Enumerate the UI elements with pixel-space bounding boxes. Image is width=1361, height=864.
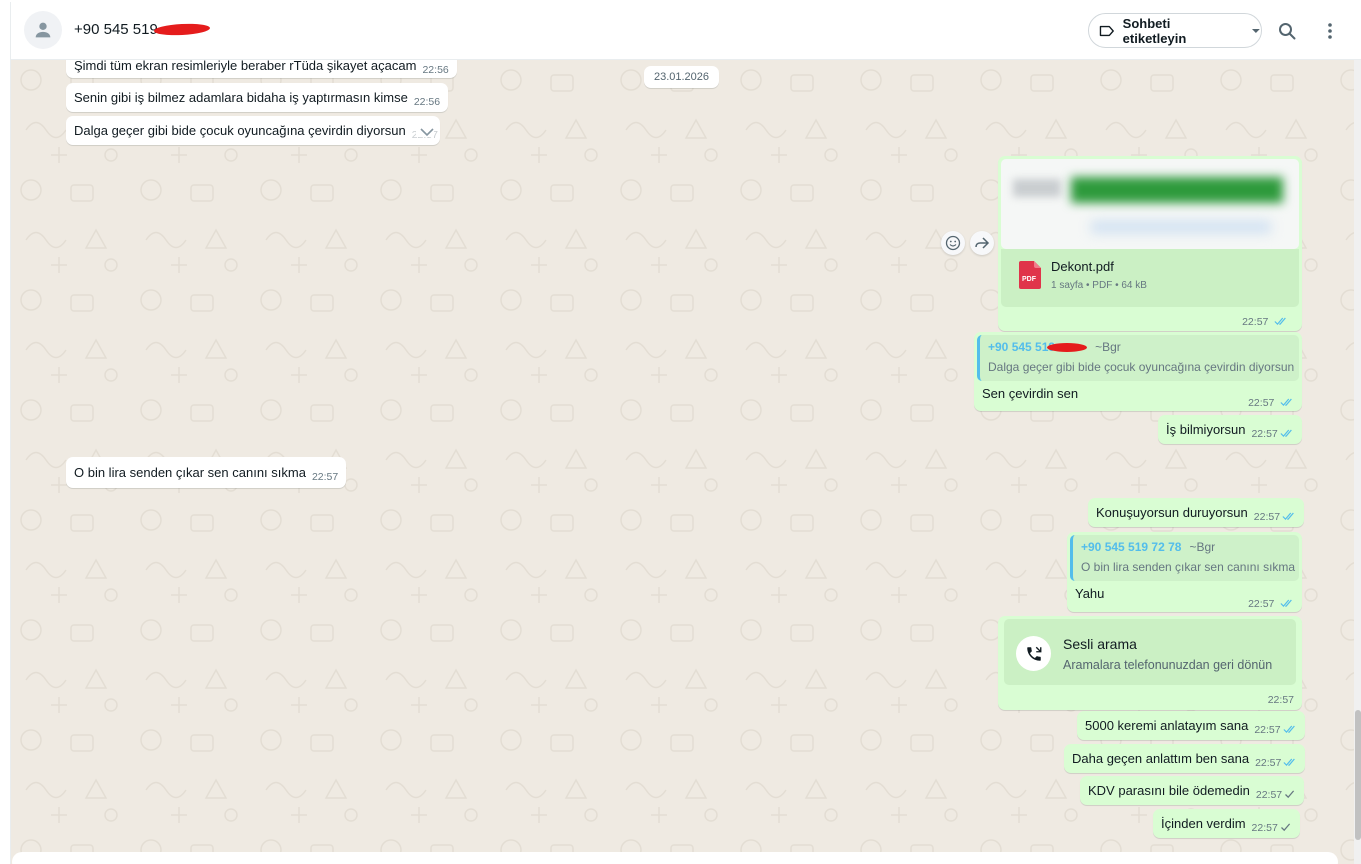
menu-icon (1328, 23, 1332, 39)
message-text: Sen çevirdin sen (982, 386, 1079, 401)
voice-call-message[interactable]: Sesli arama Aramalara telefonunuzdan ger… (998, 616, 1302, 710)
message-time: 22:57 (1248, 397, 1275, 409)
call-title: Sesli arama (1063, 636, 1137, 652)
quoted-message[interactable]: +90 545 519 72 78 ~Bgr O bin lira senden … (1070, 535, 1299, 581)
voice-call-icon (1026, 646, 1041, 661)
outgoing-message[interactable]: İş bilmiyorsun 22:57 (1158, 415, 1302, 444)
quoted-sender: +90 545 519 72 78 (1081, 540, 1182, 554)
incoming-message[interactable]: Dalga geçer gibi bide çocuk oyuncağına ç… (66, 116, 440, 145)
call-subtitle: Aramalara telefonunuzdan geri dönün (1063, 658, 1273, 672)
label-chat-button[interactable]: Sohbeti etiketleyin (1088, 13, 1262, 48)
call-card[interactable]: Sesli arama Aramalara telefonunuzdan ger… (1004, 619, 1296, 685)
message-text: Şimdi tüm ekran resimleriyle beraber rTü… (74, 60, 417, 73)
single-check-icon (1285, 790, 1295, 799)
message-time: 22:57 (1255, 789, 1283, 801)
document-message[interactable]: PDF Dekont.pdf 1 sayfa • PDF • 64 kB 22:… (998, 156, 1302, 331)
double-check-icon (1283, 758, 1296, 767)
quoted-sender-alias: ~Bgr (1189, 540, 1216, 554)
file-type-label: PDF (1022, 276, 1036, 283)
message-text: Konuşuyorsun duruyorsun (1096, 505, 1248, 520)
document-meta: 1 sayfa • PDF • 64 kB (1051, 280, 1147, 291)
message-time: 22:57 (1251, 822, 1278, 834)
message-text: Daha geçen anlattım ben sana (1072, 751, 1250, 766)
message-text: İş bilmiyorsun (1166, 422, 1246, 437)
double-check-icon (1283, 725, 1295, 734)
message-text: KDV parasını bile ödemedin (1088, 783, 1250, 798)
quoted-text: O bin lira senden çıkar sen canını sıkma (1081, 560, 1296, 574)
message-time: 22:57 (1242, 316, 1269, 328)
message-time: 22:57 (1254, 724, 1281, 736)
react-button[interactable] (941, 231, 965, 255)
quoted-sender-alias: ~Bgr (1095, 340, 1121, 354)
double-check-icon (1282, 512, 1294, 521)
message-time: 22:57 (1255, 757, 1282, 769)
message-time: 22:56 (413, 96, 441, 108)
quoted-sender: +90 545 519 (988, 340, 1056, 354)
document-filename: Dekont.pdf (1051, 259, 1114, 274)
incoming-message[interactable]: O bin lira senden çıkar sen canını sıkma… (66, 457, 347, 488)
incoming-message[interactable]: Şimdi tüm ekran resimleriyle beraber rTü… (66, 60, 457, 78)
default-avatar-icon (35, 22, 51, 38)
message-text: Senin gibi iş bilmez adamlara bidaha iş … (74, 90, 408, 105)
date-separator: 23.01.2026 (644, 66, 719, 88)
chevron-down-icon (1252, 28, 1261, 33)
double-check-icon (1280, 429, 1292, 438)
avatar[interactable] (24, 11, 62, 49)
outgoing-message[interactable]: Konuşuyorsun duruyorsun 22:57 (1088, 498, 1305, 527)
chat-messages-area[interactable]: Şimdi tüm ekran resimleriyle beraber rTü… (11, 60, 1354, 864)
double-check-icon (1280, 398, 1292, 407)
incoming-message[interactable]: Senin gibi iş bilmez adamlara bidaha iş … (66, 83, 449, 112)
message-text: Dalga geçer gibi bide çocuk oyuncağına ç… (74, 123, 406, 138)
message-text: 5000 keremi anlatayım sana (1085, 718, 1249, 733)
message-time: 22:57 (1267, 694, 1294, 706)
menu-button[interactable] (1318, 19, 1342, 43)
document-preview[interactable] (1001, 159, 1299, 249)
message-text: Yahu (1075, 586, 1105, 601)
pdf-icon: PDF (1019, 261, 1041, 289)
document-info[interactable]: PDF Dekont.pdf 1 sayfa • PDF • 64 kB (1001, 249, 1299, 307)
forward-icon (975, 237, 990, 249)
outgoing-message[interactable]: KDV parasını bile ödemedin 22:57 (1080, 776, 1305, 805)
call-icon-circle (1016, 636, 1051, 671)
chevron-down-icon[interactable] (416, 127, 434, 137)
whatsapp-chat-window: +90 545 519 Sohbeti etiketleyin (10, 2, 1361, 864)
message-time: 22:56 (422, 64, 449, 76)
reply-message[interactable]: +90 545 519 72 78 ~Bgr O bin lira senden … (1067, 532, 1302, 612)
message-text: O bin lira senden çıkar sen canını sıkma (74, 465, 306, 480)
chat-header: +90 545 519 Sohbeti etiketleyin (11, 2, 1361, 60)
forward-button[interactable] (970, 231, 994, 255)
message-time: 22:57 (1251, 428, 1278, 440)
reply-message[interactable]: +90 545 519 ~Bgr Dalga geçer gibi bide ço… (974, 332, 1302, 411)
message-time: 22:57 (1248, 598, 1275, 610)
outgoing-message[interactable]: İçinden verdim 22:57 (1153, 809, 1300, 838)
chat-scrollbar[interactable] (1354, 60, 1361, 864)
quoted-text: Dalga geçer gibi bide çocuk oyuncağına ç… (988, 360, 1295, 374)
message-time: 22:57 (1253, 511, 1281, 523)
single-check-icon (1280, 823, 1290, 832)
label-button-text: Sohbeti etiketleyin (1122, 15, 1187, 46)
contact-name[interactable]: +90 545 519 (74, 21, 158, 38)
label-icon (1099, 25, 1114, 36)
outgoing-message[interactable]: 5000 keremi anlatayım sana 22:57 (1077, 711, 1305, 740)
message-text: İçinden verdim (1161, 816, 1246, 831)
emoji-icon (945, 235, 961, 251)
search-button[interactable] (1275, 19, 1299, 43)
quoted-message[interactable]: +90 545 519 ~Bgr Dalga geçer gibi bide ço… (977, 335, 1299, 381)
message-compose-bar[interactable] (12, 852, 1338, 864)
redaction-mark (153, 22, 211, 37)
double-check-icon (1274, 317, 1286, 326)
scrollbar-thumb[interactable] (1355, 710, 1361, 840)
outgoing-message[interactable]: Daha geçen anlattım ben sana 22:57 (1064, 744, 1306, 773)
redaction-mark (1047, 343, 1088, 353)
search-icon (1279, 23, 1296, 40)
message-time: 22:57 (311, 471, 339, 483)
double-check-icon (1280, 599, 1292, 608)
